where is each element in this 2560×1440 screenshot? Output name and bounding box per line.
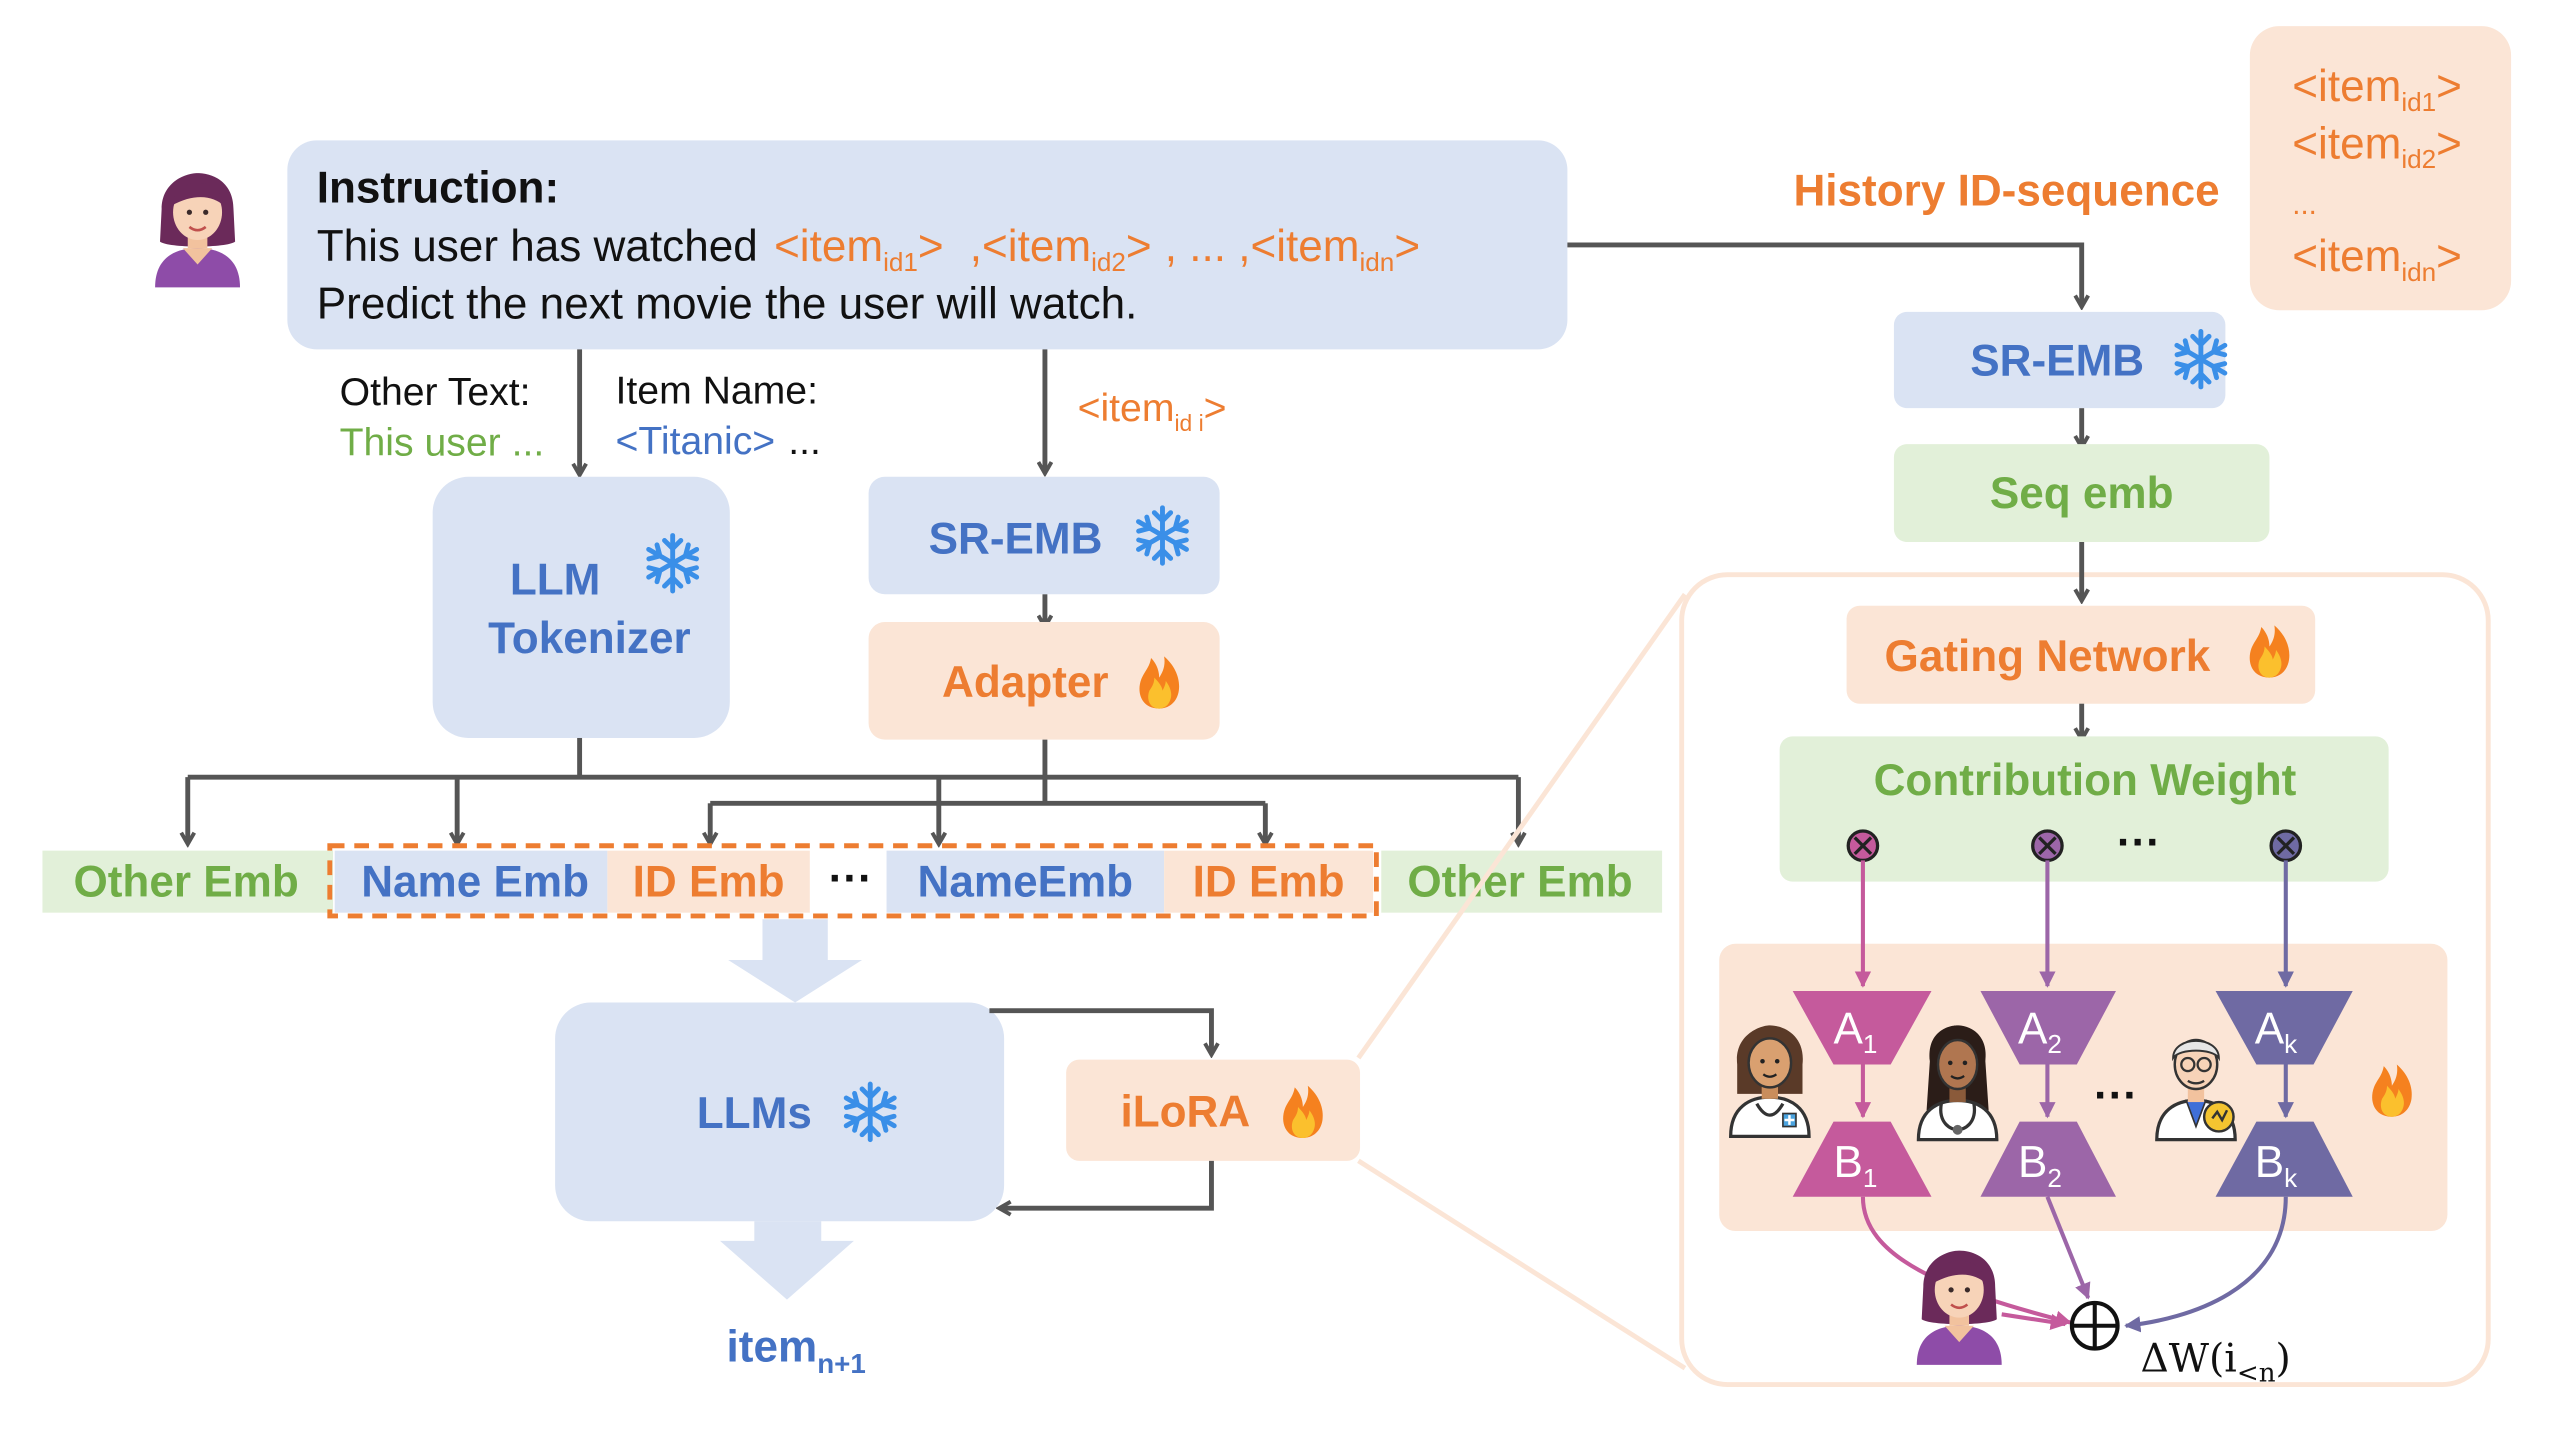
- name-emb2-box: [886, 850, 1165, 913]
- multiply-icon: [2031, 829, 2064, 863]
- user-avatar-icon: [153, 171, 242, 289]
- expert-2-to-sum: [2045, 1196, 2091, 1300]
- arrow-to-ilora: [989, 1008, 1211, 1053]
- expert-k-b-block: [2215, 1121, 2353, 1197]
- id-emb2-label: ID Emb: [1193, 857, 1345, 906]
- llm-tokenizer-line1: LLM: [510, 555, 601, 604]
- id-emb2-box: [1164, 850, 1374, 913]
- contribution-weight-box: [1779, 736, 2389, 882]
- sr-emb-right-label: SR-EMB: [1970, 337, 2144, 386]
- multiply-icon: [1846, 829, 1880, 863]
- history-item: <item: [2292, 232, 2401, 281]
- expert-1-to-sum: [1860, 1196, 2072, 1327]
- llm-tokenizer-box: [432, 476, 730, 738]
- expert-2-b-block: [1980, 1121, 2116, 1197]
- expert-1-b-label: B1: [1834, 1138, 1878, 1193]
- history-item: ...: [2292, 188, 2316, 221]
- name-emb-box: [334, 850, 608, 913]
- expert-k-to-sum: [2124, 1196, 2288, 1333]
- history-item-close: >: [2436, 62, 2462, 111]
- sr-emb-right-box: [1893, 311, 2226, 409]
- instruction-title: Instruction:: [317, 163, 559, 212]
- other-text-value: This user ...: [340, 422, 545, 465]
- other-emb-left-box: [42, 850, 334, 913]
- history-item-sub: idn: [2401, 257, 2436, 287]
- item-name-title: Item Name:: [616, 369, 818, 412]
- history-item: <item: [2292, 62, 2401, 111]
- history-item-close: >: [2436, 232, 2462, 281]
- llms-label: LLMs: [697, 1089, 812, 1138]
- other-emb-right-box: [1381, 850, 1663, 913]
- expert-dots: ···: [2094, 1071, 2138, 1120]
- expert-k-a-label: Ak: [2255, 1004, 2298, 1059]
- expert-2-b-label: B2: [2018, 1138, 2062, 1193]
- name-emb2-label: NameEmb: [918, 857, 1134, 906]
- history-id-sequence-label: History ID-sequence: [1793, 167, 2219, 216]
- history-item-sub: id1: [2401, 87, 2436, 117]
- id-emb-box: [607, 850, 810, 913]
- item-id-label: <itemid i>: [1078, 387, 1227, 436]
- sr-emb-left-box: [868, 476, 1220, 595]
- instruction-box: [287, 140, 1568, 350]
- sr-emb-left-label: SR-EMB: [929, 514, 1103, 563]
- expert-k-b-label: Bk: [2255, 1138, 2298, 1193]
- expert-2-a-block: [1980, 991, 2116, 1065]
- expert-doctor-icon: [1729, 1023, 1811, 1138]
- emb-distribution-arrows: [188, 737, 1519, 842]
- contribution-dots: ···: [2117, 818, 2161, 867]
- expert-1-a-label: A1: [1834, 1004, 1878, 1059]
- other-text-title: Other Text:: [340, 371, 531, 414]
- delta-w-label: ΔW(i<n): [2140, 1336, 2290, 1388]
- gating-network-label: Gating Network: [1885, 632, 2211, 681]
- arrow-from-ilora: [1001, 1160, 1214, 1208]
- sum-icon: [2069, 1300, 2120, 1351]
- user-avatar-icon: [1915, 1249, 2003, 1367]
- ilora-box: [1066, 1059, 1361, 1161]
- history-item: <item: [2292, 119, 2401, 168]
- seq-emb-box: [1893, 444, 2270, 543]
- llms-box: [555, 1002, 1005, 1222]
- arrow-to-right-sr-emb: [1567, 242, 2081, 305]
- llm-tokenizer-line2: Tokenizer: [488, 614, 690, 663]
- expert-1-a-block: [1792, 991, 1932, 1065]
- item-name-value: <Titanic>...: [616, 420, 821, 463]
- ilora-detail-panel: [1679, 572, 2491, 1387]
- ilora-label: iLoRA: [1120, 1088, 1250, 1137]
- multiply-icon: [2269, 829, 2303, 863]
- history-items-list: <itemid1><itemid2>...<itemidn>: [2292, 62, 2462, 287]
- instruction-line2: Predict the next movie the user will wat…: [317, 279, 1138, 328]
- zoom-line-bottom: [1357, 1158, 1687, 1371]
- emb-dots: ···: [829, 854, 873, 903]
- other-emb-right-label: Other Emb: [1407, 857, 1632, 906]
- instruction-line1: This user has watched<itemid1>,<itemid2>…: [317, 222, 1420, 277]
- history-item-close: >: [2436, 119, 2462, 168]
- item-emb-dashed-group: [327, 843, 1379, 919]
- adapter-box: [868, 622, 1220, 740]
- contribution-weight-label: Contribution Weight: [1874, 756, 2297, 805]
- gating-network-box: [1846, 605, 2316, 704]
- zoom-line-top: [1356, 592, 1687, 1060]
- user-to-sum: [2001, 1312, 2067, 1330]
- history-items-box: [2249, 26, 2512, 311]
- expert-2-a-label: A2: [2018, 1004, 2062, 1059]
- seq-emb-label: Seq emb: [1990, 469, 2174, 518]
- other-emb-left-label: Other Emb: [73, 857, 298, 906]
- adapter-label: Adapter: [942, 658, 1109, 707]
- expert-k-a-block: [2215, 991, 2353, 1065]
- arrow-to-output: [720, 1221, 854, 1300]
- id-emb-label: ID Emb: [633, 857, 785, 906]
- arrow-into-llms: [728, 919, 863, 1003]
- name-emb-label: Name Emb: [361, 857, 589, 906]
- output-item-label: itemn+1: [727, 1323, 866, 1379]
- expert-1-b-block: [1792, 1121, 1932, 1197]
- history-item-sub: id2: [2401, 144, 2436, 174]
